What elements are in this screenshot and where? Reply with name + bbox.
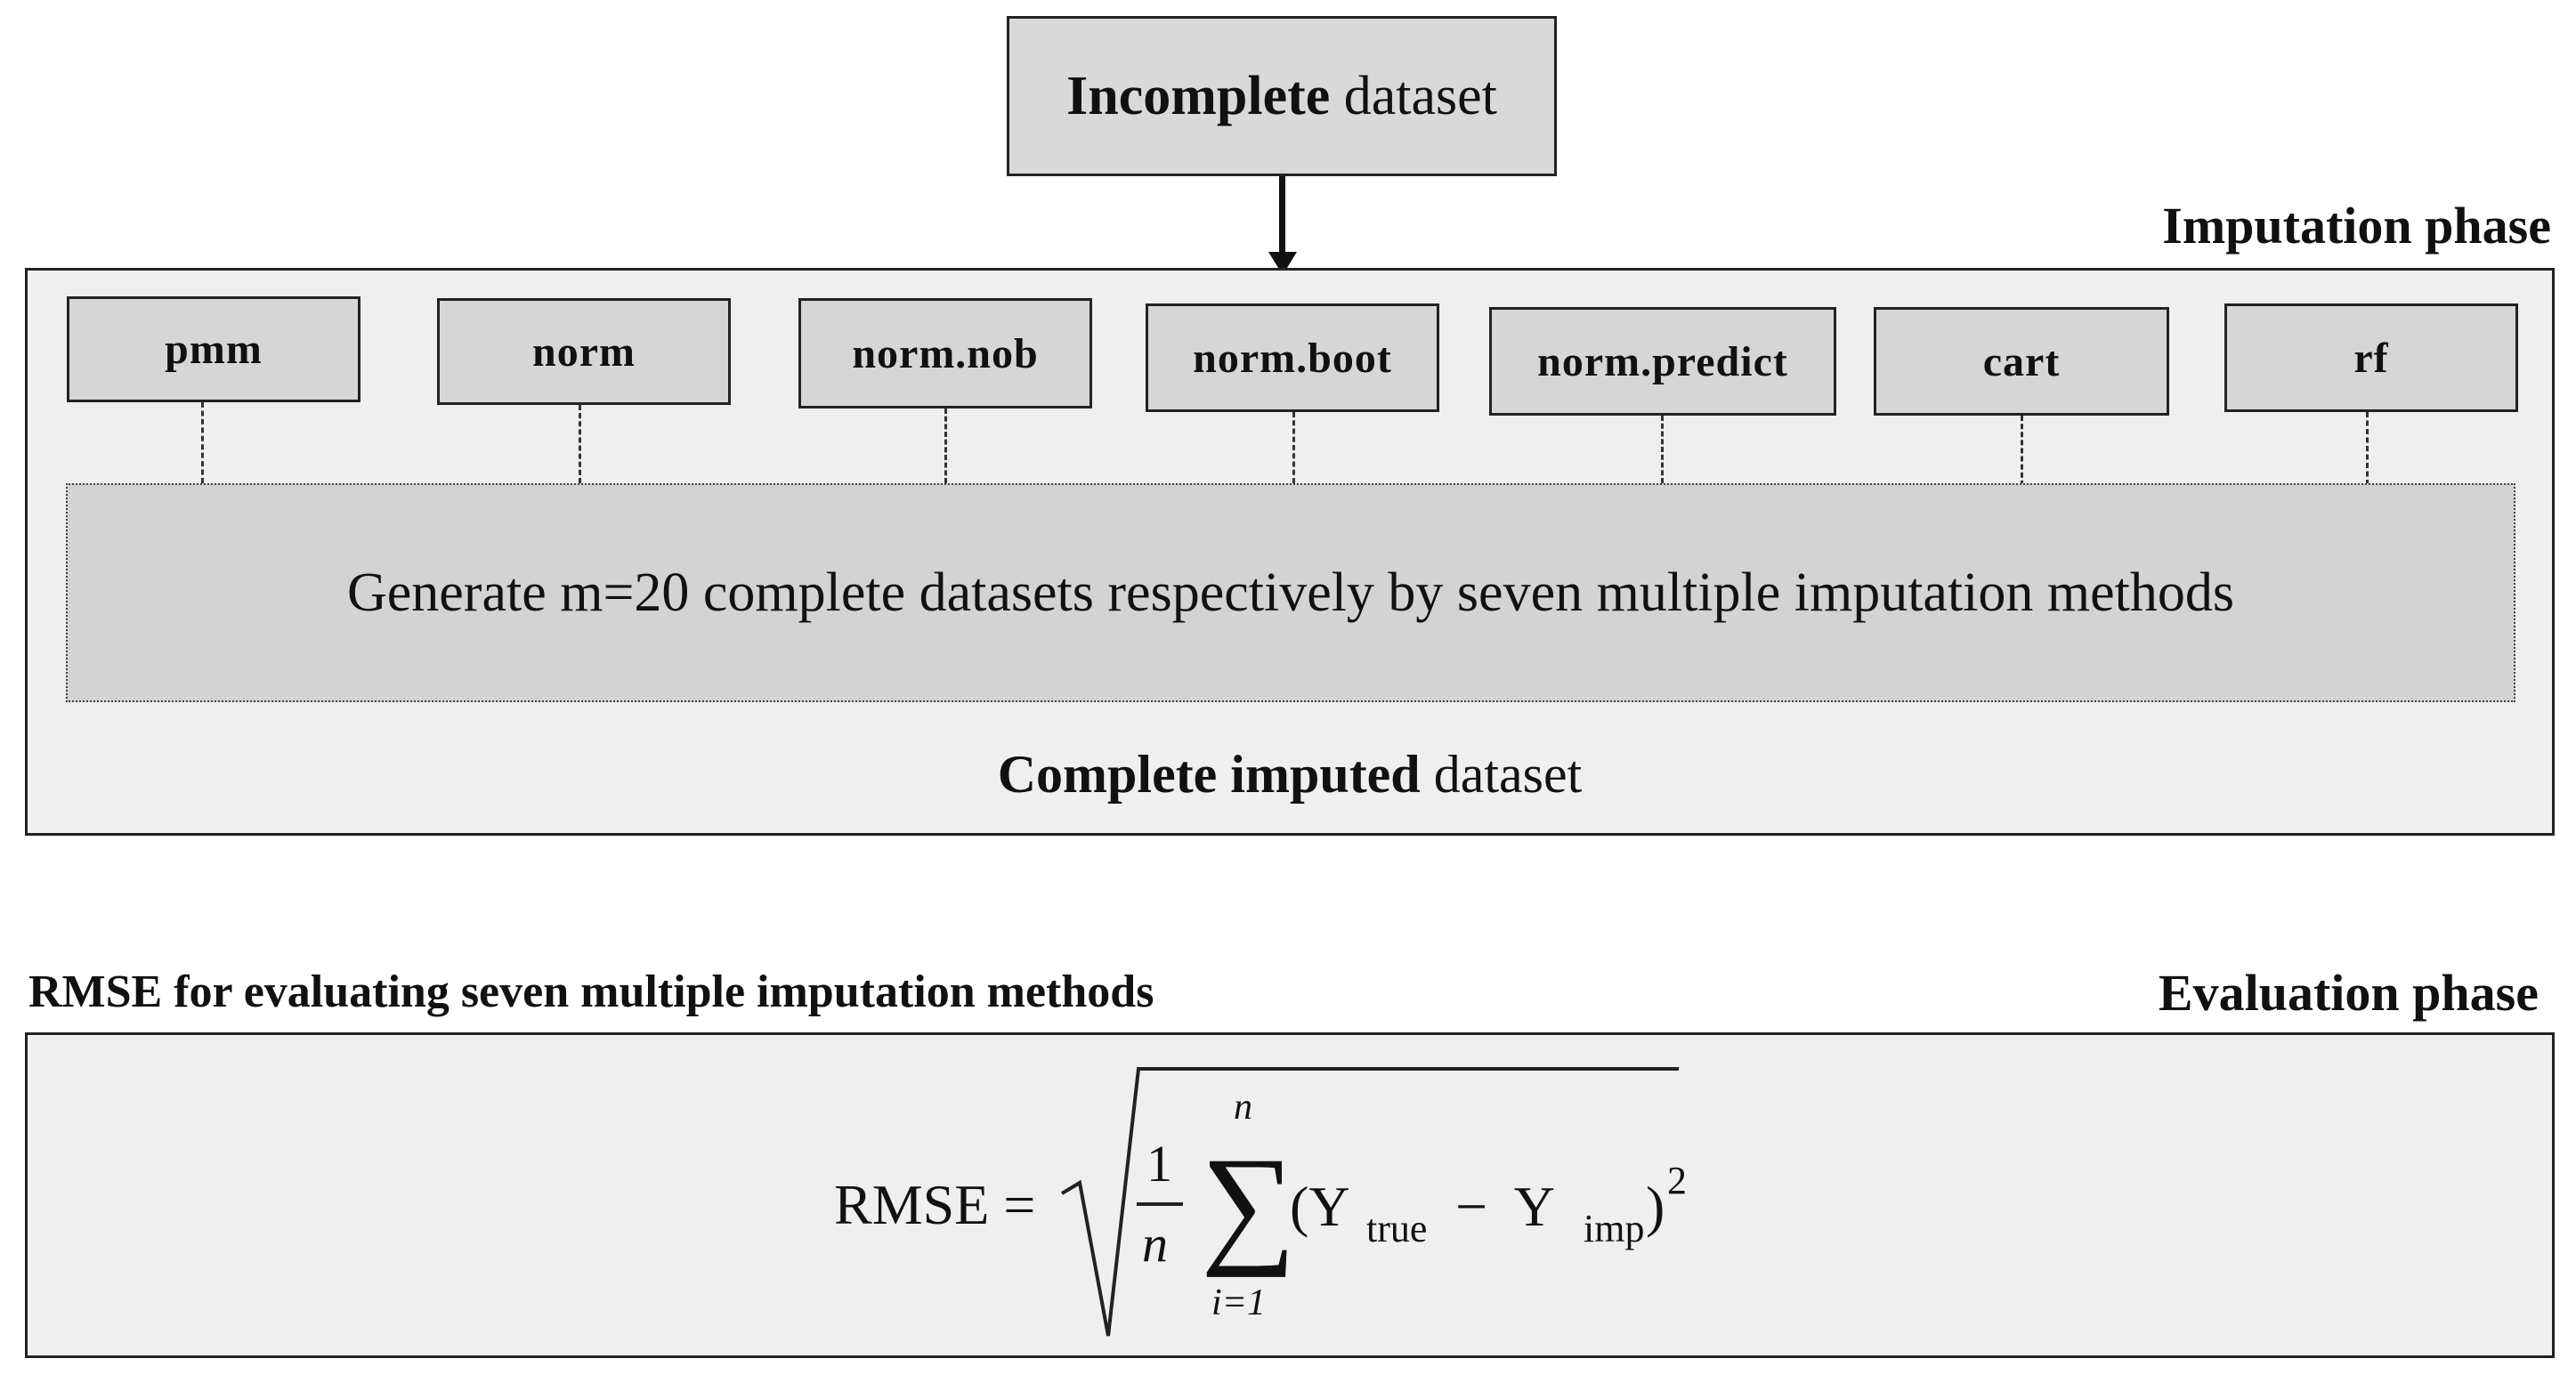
exponent: 2 [1667,1159,1687,1202]
complete-imputed-dataset-label: Complete imputed dataset [25,744,2555,805]
connector-norm-boot [1292,412,1295,483]
connector-norm [579,405,581,483]
method-pmm: pmm [67,296,360,402]
method-cart: cart [1874,307,2169,416]
square-root-sign [1060,1067,1679,1337]
term-minus: − Y [1455,1175,1555,1238]
summation-sign: ∑ [1201,1130,1296,1278]
imputation-phase-label: Imputation phase [2162,197,2551,255]
method-norm-boot: norm.boot [1146,303,1439,412]
term-open: (Y [1290,1175,1350,1238]
connector-norm-nob [944,408,947,483]
sum-upper-limit: n [1234,1087,1252,1128]
fraction-numerator: 1 [1146,1135,1172,1193]
method-norm: norm [437,298,731,405]
fraction-denominator: n [1142,1215,1168,1273]
connector-cart [2021,416,2023,494]
incomplete-dataset-bold: Incomplete [1066,65,1331,126]
connector-pmm [201,402,204,483]
sum-lower-limit: i=1 [1211,1282,1266,1323]
rmse-metric-label: RMSE for evaluating seven multiple imput… [28,967,1154,1017]
complete-imputed-bold: Complete imputed [997,745,1421,804]
formula-lhs: RMSE = [834,1173,1035,1236]
incomplete-dataset-rest: dataset [1330,65,1497,126]
evaluation-phase-panel: RMSE = 1 n n ∑ i=1 (Y true − Y imp ) 2 [25,1032,2555,1358]
subscript-true: true [1366,1207,1427,1250]
generate-datasets-text: Generate m=20 complete datasets respecti… [347,562,2234,623]
method-norm-nob: norm.nob [798,298,1092,408]
rmse-formula: RMSE = 1 n n ∑ i=1 (Y true − Y imp ) 2 [834,1067,1687,1337]
method-rf: rf [2224,303,2518,412]
method-norm-predict: norm.predict [1489,307,1836,416]
connector-norm-predict [1661,416,1664,483]
connector-rf [2366,412,2369,485]
subscript-imp: imp [1584,1207,1644,1250]
term-close: ) [1646,1175,1665,1238]
generate-datasets-box: Generate m=20 complete datasets respecti… [66,483,2515,702]
flow-arrow-shaft [1279,176,1285,256]
complete-imputed-rest: dataset [1420,745,1583,804]
evaluation-phase-label: Evaluation phase [2158,964,2539,1022]
incomplete-dataset-box: Incomplete dataset [1007,16,1557,176]
